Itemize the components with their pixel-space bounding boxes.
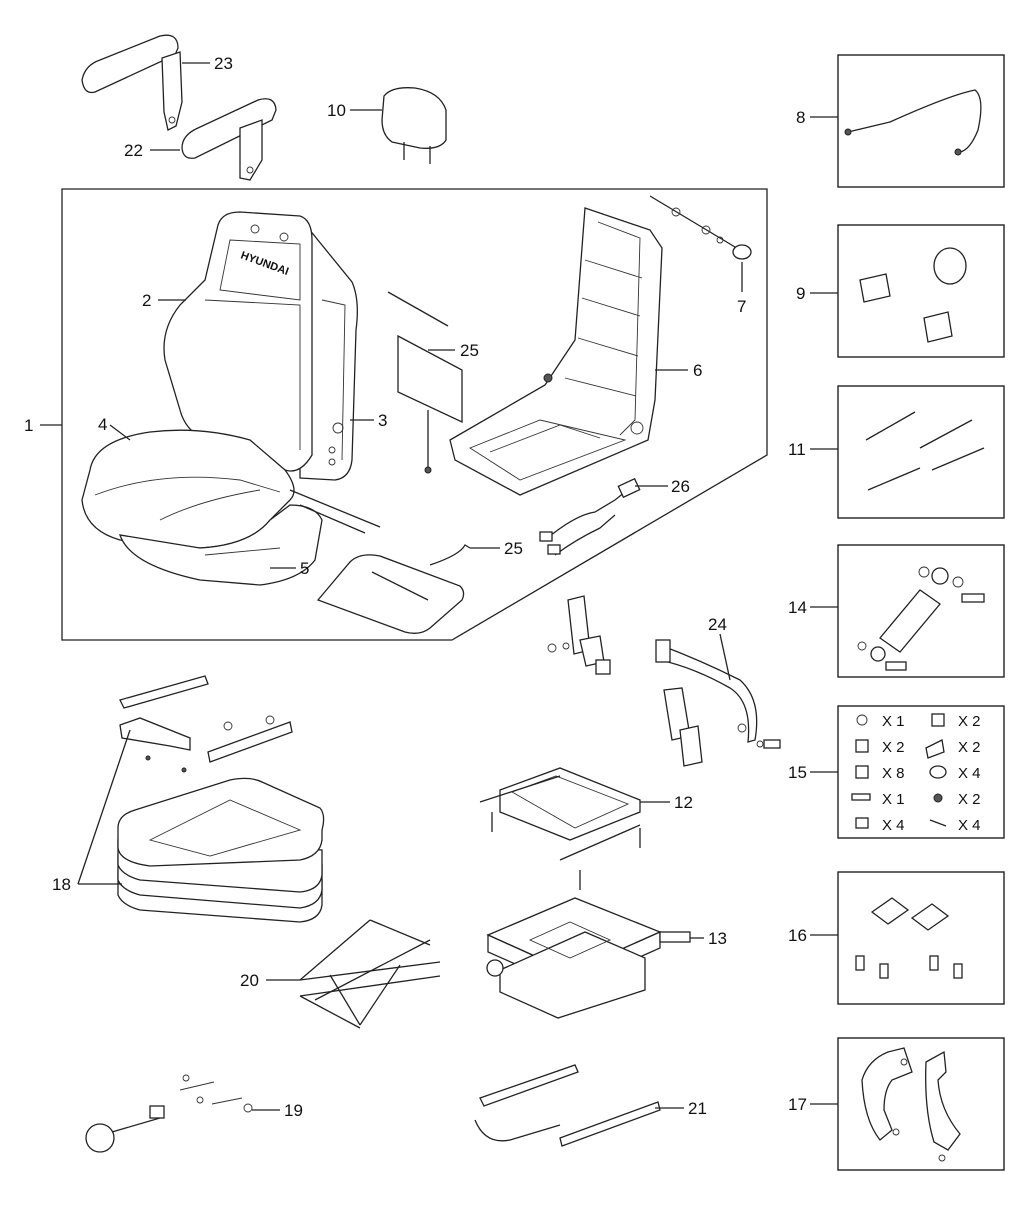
bracket-set bbox=[855, 897, 963, 979]
callout-25-lower: 25 bbox=[504, 539, 523, 558]
clip-set bbox=[859, 247, 967, 343]
suspension-unit bbox=[486, 870, 691, 1019]
seat-frame bbox=[449, 207, 663, 496]
slide-mechanism bbox=[479, 767, 641, 861]
kit-15-quantities: X 1 X 2 X 2 X 2 X 8 X 4 X 1 X 2 X 4 X 4 bbox=[882, 713, 981, 834]
qty-item: X 2 bbox=[882, 739, 905, 756]
qty-item: X 1 bbox=[882, 791, 905, 808]
callout-17: 17 bbox=[788, 1095, 807, 1114]
armrest-lower bbox=[181, 98, 277, 181]
callout-4: 4 bbox=[98, 415, 107, 434]
seat-belt bbox=[547, 595, 781, 767]
qty-item: X 1 bbox=[882, 713, 905, 730]
back-rod-2 bbox=[299, 504, 366, 534]
scissor-frame bbox=[299, 919, 441, 1029]
hardware-kit bbox=[851, 713, 947, 829]
callout-25-upper: 25 bbox=[460, 341, 479, 360]
kit-box-16 bbox=[837, 871, 1005, 1005]
kit-box-8 bbox=[837, 54, 1005, 188]
callout-1: 1 bbox=[24, 416, 33, 435]
strap-brackets bbox=[861, 1047, 961, 1162]
wire-harness bbox=[539, 477, 641, 556]
callout-9: 9 bbox=[796, 284, 805, 303]
qty-item: X 8 bbox=[882, 765, 905, 782]
callout-20: 20 bbox=[240, 971, 259, 990]
callout-14: 14 bbox=[788, 598, 807, 617]
qty-item: X 2 bbox=[958, 713, 981, 730]
seat-cushion bbox=[81, 429, 323, 586]
callout-15: 15 bbox=[788, 763, 807, 782]
callout-6: 6 bbox=[693, 361, 702, 380]
qty-item: X 4 bbox=[958, 765, 981, 782]
callout-numbers: 1 2 3 4 5 6 7 8 9 10 11 12 13 14 15 16 1… bbox=[24, 54, 807, 1120]
callout-26: 26 bbox=[671, 477, 690, 496]
qty-item: X 4 bbox=[882, 817, 905, 834]
callout-21: 21 bbox=[688, 1099, 707, 1118]
callout-24: 24 bbox=[708, 615, 727, 634]
callout-16: 16 bbox=[788, 926, 807, 945]
headrest bbox=[381, 87, 447, 164]
adjuster-knob bbox=[85, 1074, 253, 1153]
adjust-rod bbox=[649, 195, 752, 260]
heater-pad-seat bbox=[316, 544, 471, 634]
callout-10: 10 bbox=[327, 101, 346, 120]
qty-item: X 4 bbox=[958, 817, 981, 834]
callout-8: 8 bbox=[796, 108, 805, 127]
callout-12: 12 bbox=[674, 793, 693, 812]
kit-box-11 bbox=[837, 385, 1005, 519]
callout-2: 2 bbox=[142, 291, 151, 310]
back-rod bbox=[289, 489, 381, 528]
seat-rails bbox=[474, 1064, 661, 1147]
mount-plates bbox=[119, 675, 293, 773]
qty-item: X 2 bbox=[958, 791, 981, 808]
callout-19: 19 bbox=[284, 1101, 303, 1120]
callout-13: 13 bbox=[708, 929, 727, 948]
callout-22: 22 bbox=[124, 141, 143, 160]
cable-assembly bbox=[844, 89, 982, 156]
leader-lines bbox=[40, 62, 838, 1111]
armrest-upper bbox=[81, 34, 183, 131]
shock-absorber bbox=[857, 566, 985, 671]
callout-3: 3 bbox=[378, 411, 387, 430]
qty-item: X 2 bbox=[958, 739, 981, 756]
seat-back: HYUNDAI bbox=[163, 211, 358, 481]
callout-5: 5 bbox=[300, 559, 309, 578]
callout-18: 18 bbox=[52, 875, 71, 894]
callout-23: 23 bbox=[214, 54, 233, 73]
heater-pad-back bbox=[387, 291, 463, 474]
callout-11: 11 bbox=[788, 440, 806, 459]
callout-7: 7 bbox=[737, 297, 746, 316]
kit-box-17 bbox=[837, 1037, 1005, 1171]
spring-set bbox=[865, 411, 985, 491]
seat-assembly-frame bbox=[61, 188, 768, 641]
bellows-cover bbox=[117, 777, 325, 923]
